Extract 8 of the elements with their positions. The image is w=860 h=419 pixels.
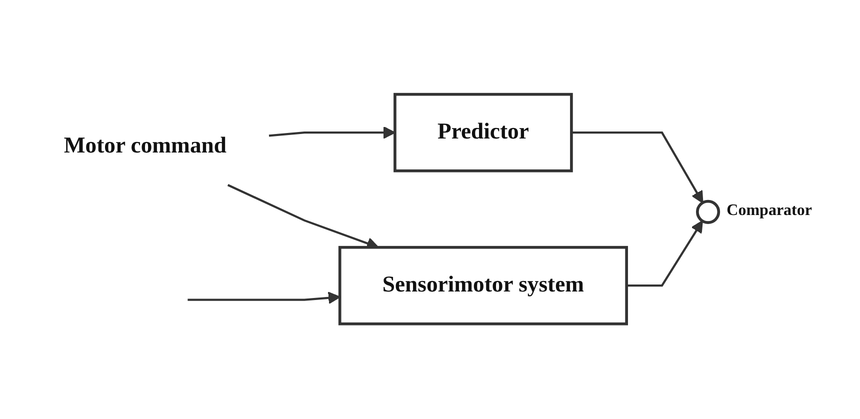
arrow — [188, 292, 340, 304]
arrow — [571, 132, 704, 204]
node-text: Motor command — [64, 134, 226, 158]
node-caption: Comparator — [726, 202, 812, 220]
arrow — [626, 220, 703, 288]
node-box — [338, 246, 628, 326]
node-circle — [696, 200, 720, 224]
node-box — [394, 93, 573, 173]
